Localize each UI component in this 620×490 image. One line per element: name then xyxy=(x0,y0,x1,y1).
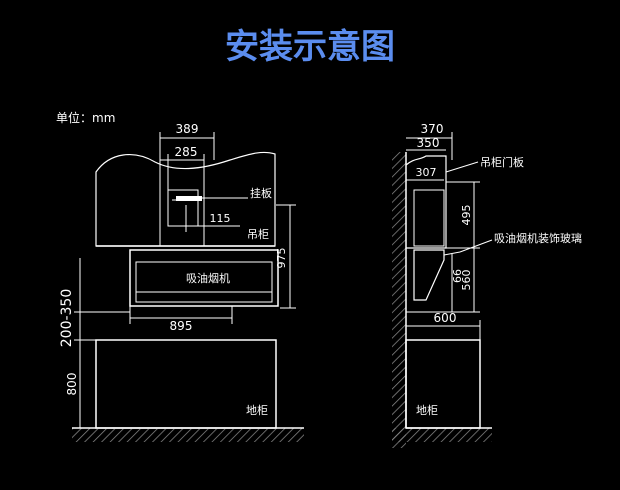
label-side-floor-cabinet: 地柜 xyxy=(416,404,438,417)
dim-600: 600 xyxy=(434,311,457,325)
page-title: 安装示意图 xyxy=(225,27,395,67)
side-floor-cabinet xyxy=(405,339,481,429)
label-cabinet-door: 吊柜门板 xyxy=(480,155,524,169)
side-view: 370 350 吊柜门板 307 495 吸油烟机装饰玻璃 66 560 600 xyxy=(392,122,582,448)
dim-389: 389 xyxy=(176,122,199,136)
label-decor-glass: 吸油烟机装饰玻璃 xyxy=(494,231,582,245)
unit-label: 单位：mm xyxy=(56,110,115,125)
hanging-plate-mark xyxy=(176,196,202,201)
dim-895: 895 xyxy=(170,319,193,333)
dim-560: 560 xyxy=(460,270,473,291)
label-range-hood: 吸油烟机 xyxy=(186,271,230,285)
dim-285: 285 xyxy=(175,145,198,159)
dim-115: 115 xyxy=(210,212,231,225)
dim-200-350: 200-350 xyxy=(59,289,75,348)
range-hood-body xyxy=(129,249,279,307)
floor-hatch xyxy=(72,428,304,442)
front-view: 389 285 挂板 115 吊柜 吸油烟机 975 895 xyxy=(59,122,304,442)
label-floor-cabinet: 地柜 xyxy=(246,404,268,417)
dim-66: 66 xyxy=(451,269,464,283)
dim-307: 307 xyxy=(416,166,437,179)
side-floor-hatch xyxy=(392,428,492,442)
label-wall-cabinet: 吊柜 xyxy=(247,228,269,241)
dim-975: 975 xyxy=(275,248,288,269)
dim-495: 495 xyxy=(460,205,473,226)
dim-800: 800 xyxy=(65,373,79,396)
dim-370: 370 xyxy=(421,122,444,136)
dim-350: 350 xyxy=(417,136,440,150)
wall-cabinet-outline xyxy=(95,151,276,247)
wall-hatch xyxy=(392,152,406,448)
flue-box xyxy=(159,159,205,247)
label-hanging-plate: 挂板 xyxy=(250,186,272,200)
